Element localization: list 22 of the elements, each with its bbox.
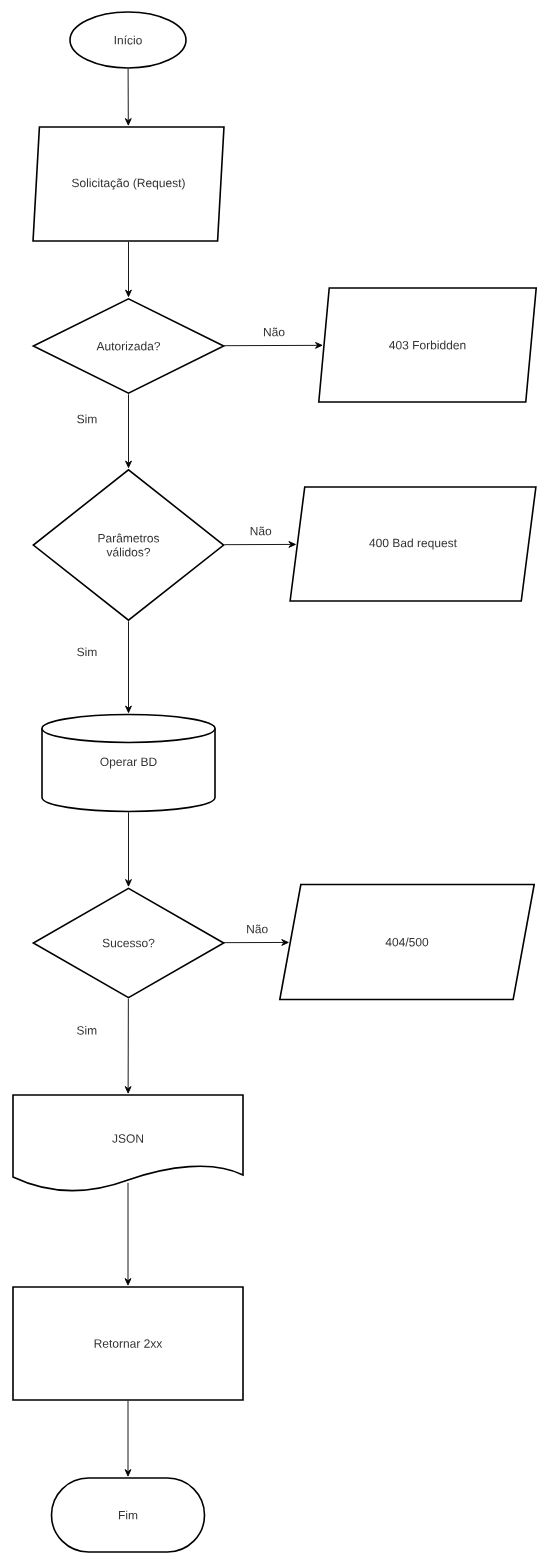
terminal-oval: Início — [69, 11, 187, 69]
arrow — [125, 241, 132, 298]
arrow — [223, 939, 289, 946]
edge-label: Não — [262, 326, 286, 338]
process-box: Retornar 2xx — [12, 1286, 244, 1401]
edge-label: Sim — [75, 1024, 99, 1036]
input-output-parallelogram: 400 Bad request — [289, 486, 537, 602]
edge-label: Sim — [75, 646, 99, 658]
arrow — [223, 342, 323, 349]
arrow — [125, 620, 132, 714]
arrow — [124, 1400, 132, 1477]
database-cylinder: Operar BD — [41, 713, 216, 813]
edge-label: Não — [245, 923, 270, 935]
edge-label: Sim — [75, 413, 99, 425]
input-output-parallelogram: Solicitação (Request) — [32, 126, 225, 242]
arrow — [124, 998, 132, 1094]
arrow — [124, 68, 132, 126]
edge-label: Não — [248, 525, 273, 537]
arrow — [124, 1182, 132, 1286]
arrow — [125, 811, 132, 887]
arrow — [125, 393, 132, 469]
arrow — [223, 541, 296, 548]
